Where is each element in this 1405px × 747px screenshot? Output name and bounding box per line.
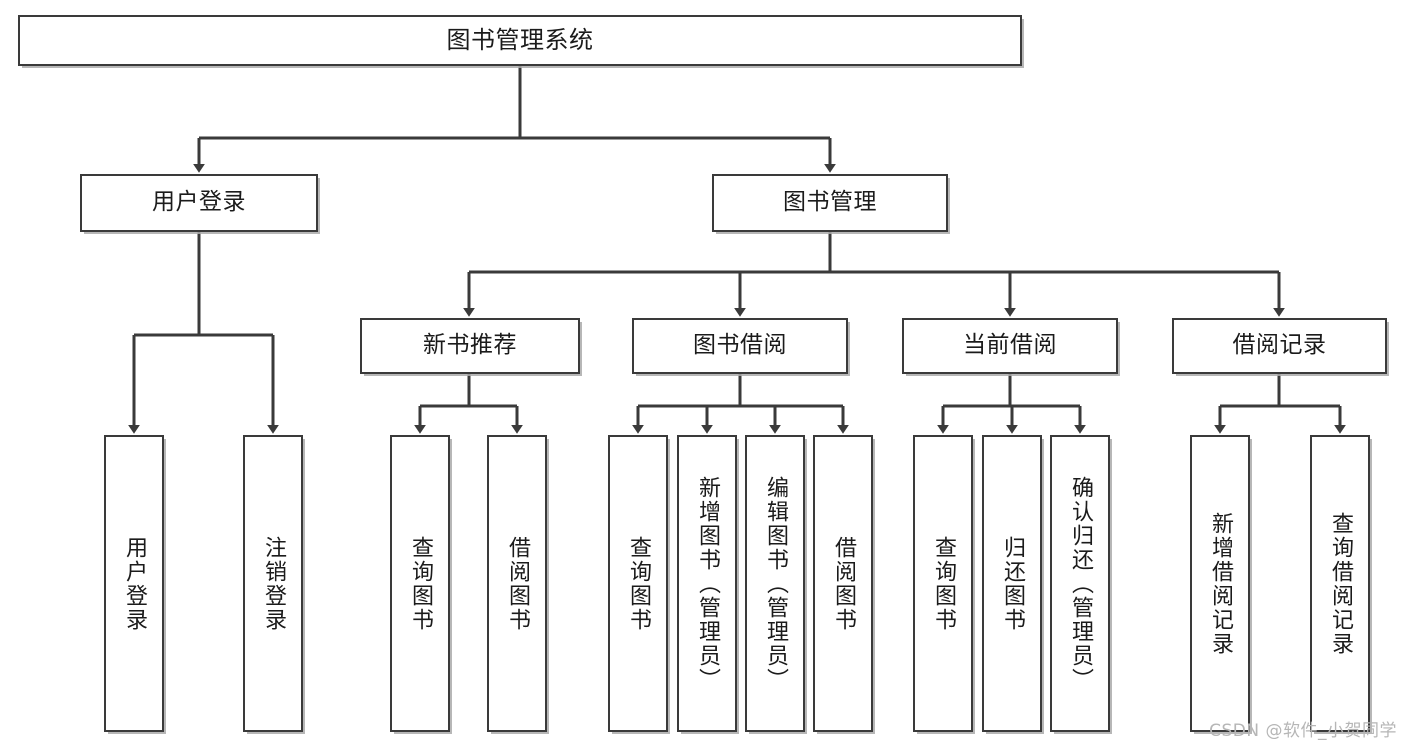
node-leaf-edit-book[interactable]: 编辑图书（管理员） — [745, 435, 805, 732]
node-leaf-add-record-label: 新增借阅记录 — [1207, 511, 1233, 656]
node-root[interactable]: 图书管理系统 — [18, 15, 1022, 66]
node-leaf-borrow-book-2-label: 借阅图书 — [830, 535, 856, 632]
node-borrow-record-label: 借阅记录 — [1232, 332, 1327, 359]
node-leaf-query-book-3-label: 查询图书 — [930, 535, 956, 632]
node-leaf-confirm-return[interactable]: 确认归还（管理员） — [1050, 435, 1110, 732]
node-leaf-user-logout[interactable]: 注销登录 — [243, 435, 303, 732]
node-leaf-add-book-label: 新增图书（管理员） — [694, 475, 720, 692]
node-leaf-query-book-2-label: 查询图书 — [625, 535, 651, 632]
node-leaf-borrow-book-2[interactable]: 借阅图书 — [813, 435, 873, 732]
node-current-borrow[interactable]: 当前借阅 — [902, 318, 1118, 374]
node-borrow-record[interactable]: 借阅记录 — [1172, 318, 1387, 374]
node-leaf-query-book-1-label: 查询图书 — [407, 535, 433, 632]
node-leaf-query-book-2[interactable]: 查询图书 — [608, 435, 668, 732]
node-leaf-confirm-return-label: 确认归还（管理员） — [1067, 475, 1093, 692]
node-new-book-recommend-label: 新书推荐 — [423, 332, 517, 359]
node-user-login-label: 用户登录 — [152, 189, 246, 216]
node-leaf-user-login-label: 用户登录 — [121, 535, 147, 632]
node-new-book-recommend[interactable]: 新书推荐 — [360, 318, 580, 374]
node-book-manage[interactable]: 图书管理 — [712, 174, 948, 232]
node-leaf-borrow-book-1[interactable]: 借阅图书 — [487, 435, 547, 732]
node-leaf-user-logout-label: 注销登录 — [260, 535, 286, 632]
node-root-label: 图书管理系统 — [446, 26, 594, 55]
node-user-login[interactable]: 用户登录 — [80, 174, 318, 232]
node-leaf-return-book-label: 归还图书 — [999, 535, 1025, 632]
node-leaf-query-record-label: 查询借阅记录 — [1327, 511, 1353, 656]
node-book-borrow-label: 图书借阅 — [693, 332, 787, 359]
node-current-borrow-label: 当前借阅 — [963, 332, 1057, 359]
node-leaf-return-book[interactable]: 归还图书 — [982, 435, 1042, 732]
node-leaf-borrow-book-1-label: 借阅图书 — [504, 535, 530, 632]
node-leaf-user-login[interactable]: 用户登录 — [104, 435, 164, 732]
node-leaf-add-book[interactable]: 新增图书（管理员） — [677, 435, 737, 732]
node-leaf-query-record[interactable]: 查询借阅记录 — [1310, 435, 1370, 732]
node-leaf-query-book-1[interactable]: 查询图书 — [390, 435, 450, 732]
node-leaf-edit-book-label: 编辑图书（管理员） — [762, 475, 788, 692]
node-book-manage-label: 图书管理 — [783, 189, 877, 216]
node-leaf-add-record[interactable]: 新增借阅记录 — [1190, 435, 1250, 732]
node-leaf-query-book-3[interactable]: 查询图书 — [913, 435, 973, 732]
node-book-borrow[interactable]: 图书借阅 — [632, 318, 848, 374]
